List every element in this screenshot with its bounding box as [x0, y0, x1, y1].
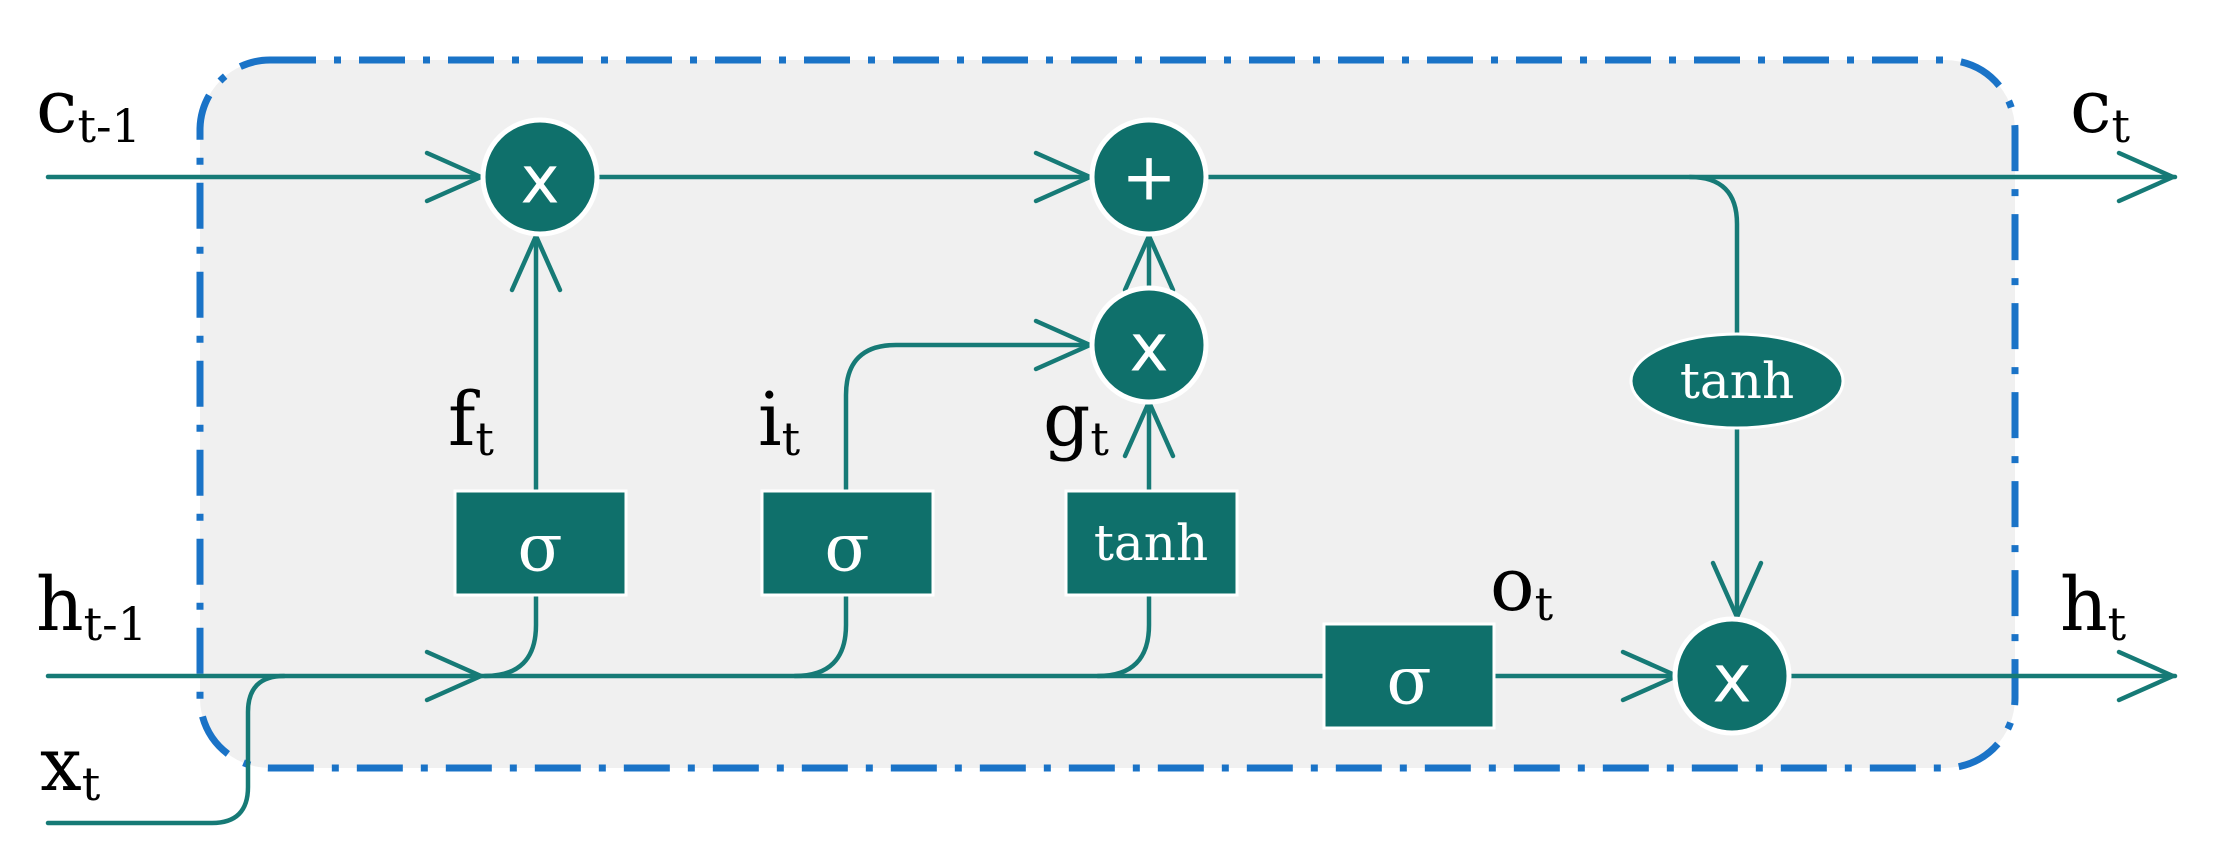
lstm-cell-boundary — [196, 56, 2019, 772]
h-next-label: ht — [2060, 562, 2127, 651]
forget-branch-wire — [482, 590, 539, 679]
g-t-label: gt — [1043, 377, 1109, 466]
cell-tanh-branch-wire — [1687, 174, 1740, 348]
output-gate: σ — [1322, 622, 1496, 730]
cell-tanh-label: tanh — [1680, 352, 1794, 410]
input-multiply-symbol: x — [1129, 310, 1168, 387]
input-multiply-node: x — [1089, 285, 1209, 405]
o-t-label: ot — [1490, 542, 1554, 631]
c-prev-label: ct-1 — [36, 64, 141, 153]
candidate-branch-wire — [1095, 590, 1152, 679]
output-multiply-node: x — [1672, 616, 1792, 736]
forget-multiply-node: x — [480, 117, 600, 237]
x-t-label: xt — [40, 722, 101, 811]
input-gate-symbol: σ — [824, 510, 869, 587]
input-gate-to-mult-wire — [843, 342, 1095, 496]
output-multiply-symbol: x — [1712, 641, 1751, 718]
f-t-label: ft — [448, 377, 494, 466]
xt-input-wire — [45, 673, 287, 826]
arrowhead-hidden-in — [424, 649, 484, 703]
output-gate-symbol: σ — [1386, 643, 1431, 720]
forget-gate-symbol: σ — [517, 510, 562, 587]
cell-add-symbol: + — [1121, 139, 1176, 216]
cell-add-node: + — [1089, 117, 1209, 237]
forget-multiply-symbol: x — [520, 142, 559, 219]
candidate-gate: tanh — [1064, 489, 1239, 597]
input-gate: σ — [760, 489, 935, 597]
arrowhead-cell-out — [2116, 150, 2176, 204]
forget-gate: σ — [453, 489, 628, 597]
input-branch-wire — [792, 590, 849, 679]
i-t-label: it — [758, 377, 801, 466]
h-prev-label: ht-1 — [36, 562, 147, 651]
candidate-gate-label: tanh — [1094, 514, 1208, 572]
c-next-label: ct — [2070, 64, 2130, 153]
arrowhead-hidden-out — [2116, 649, 2176, 703]
cell-tanh-node: tanh — [1629, 332, 1845, 430]
